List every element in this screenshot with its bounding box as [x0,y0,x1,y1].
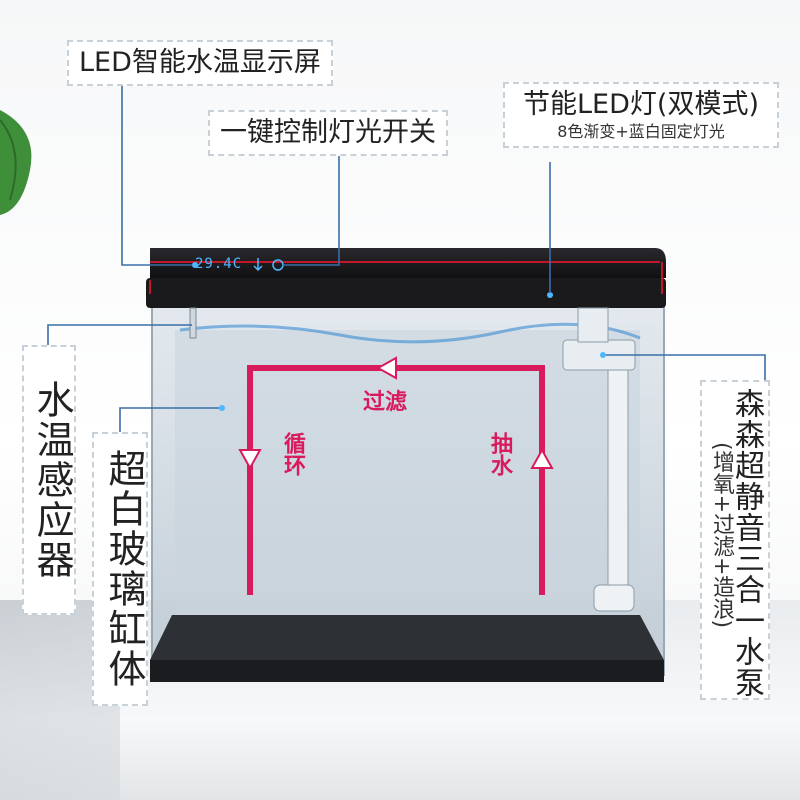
flow-arrow-filter [375,356,397,380]
label-temp-sensor-text: 水温感应器 [30,380,74,580]
flow-arrow-circulate [238,449,262,471]
leader-light-switch [283,150,340,266]
label-pump: 森森超静音三合一水泵 (增氧+过滤+造浪) [700,380,770,700]
plant-leaf-image [0,110,32,215]
label-light-switch: 一键控制灯光开关 [208,110,448,156]
leader-pump [606,354,766,380]
label-light-switch-text: 一键控制灯光开关 [220,117,436,148]
temperature-readout: 29.4C [195,256,243,272]
label-temp-sensor: 水温感应器 [22,345,76,615]
leader-temp-sensor [47,324,192,345]
leader-glass-body [119,407,219,432]
label-glass-body: 超白玻璃缸体 [92,432,148,706]
label-pump-title: 森森超静音三合一水泵 [729,388,764,698]
label-led-light: 节能LED灯(双模式) 8色渐变+蓝白固定灯光 [503,82,779,148]
flow-label-pump: 抽水 [487,432,512,476]
label-led-screen: LED智能水温显示屏 [67,40,333,86]
leader-led-screen [121,70,192,266]
water-surface [179,322,641,344]
flow-label-circulate: 循环 [280,432,305,476]
flow-arrow-pump [530,447,554,469]
label-led-screen-text: LED智能水温显示屏 [79,47,321,78]
label-led-light-sub: 8色渐变+蓝白固定灯光 [557,122,725,141]
label-led-light-title: 节能LED灯(双模式) [523,89,759,120]
label-pump-sub: (增氧+过滤+造浪) [709,442,734,629]
flow-label-filter: 过滤 [363,390,408,415]
tank-base [150,615,664,660]
label-glass-body-text: 超白玻璃缸体 [102,449,146,689]
